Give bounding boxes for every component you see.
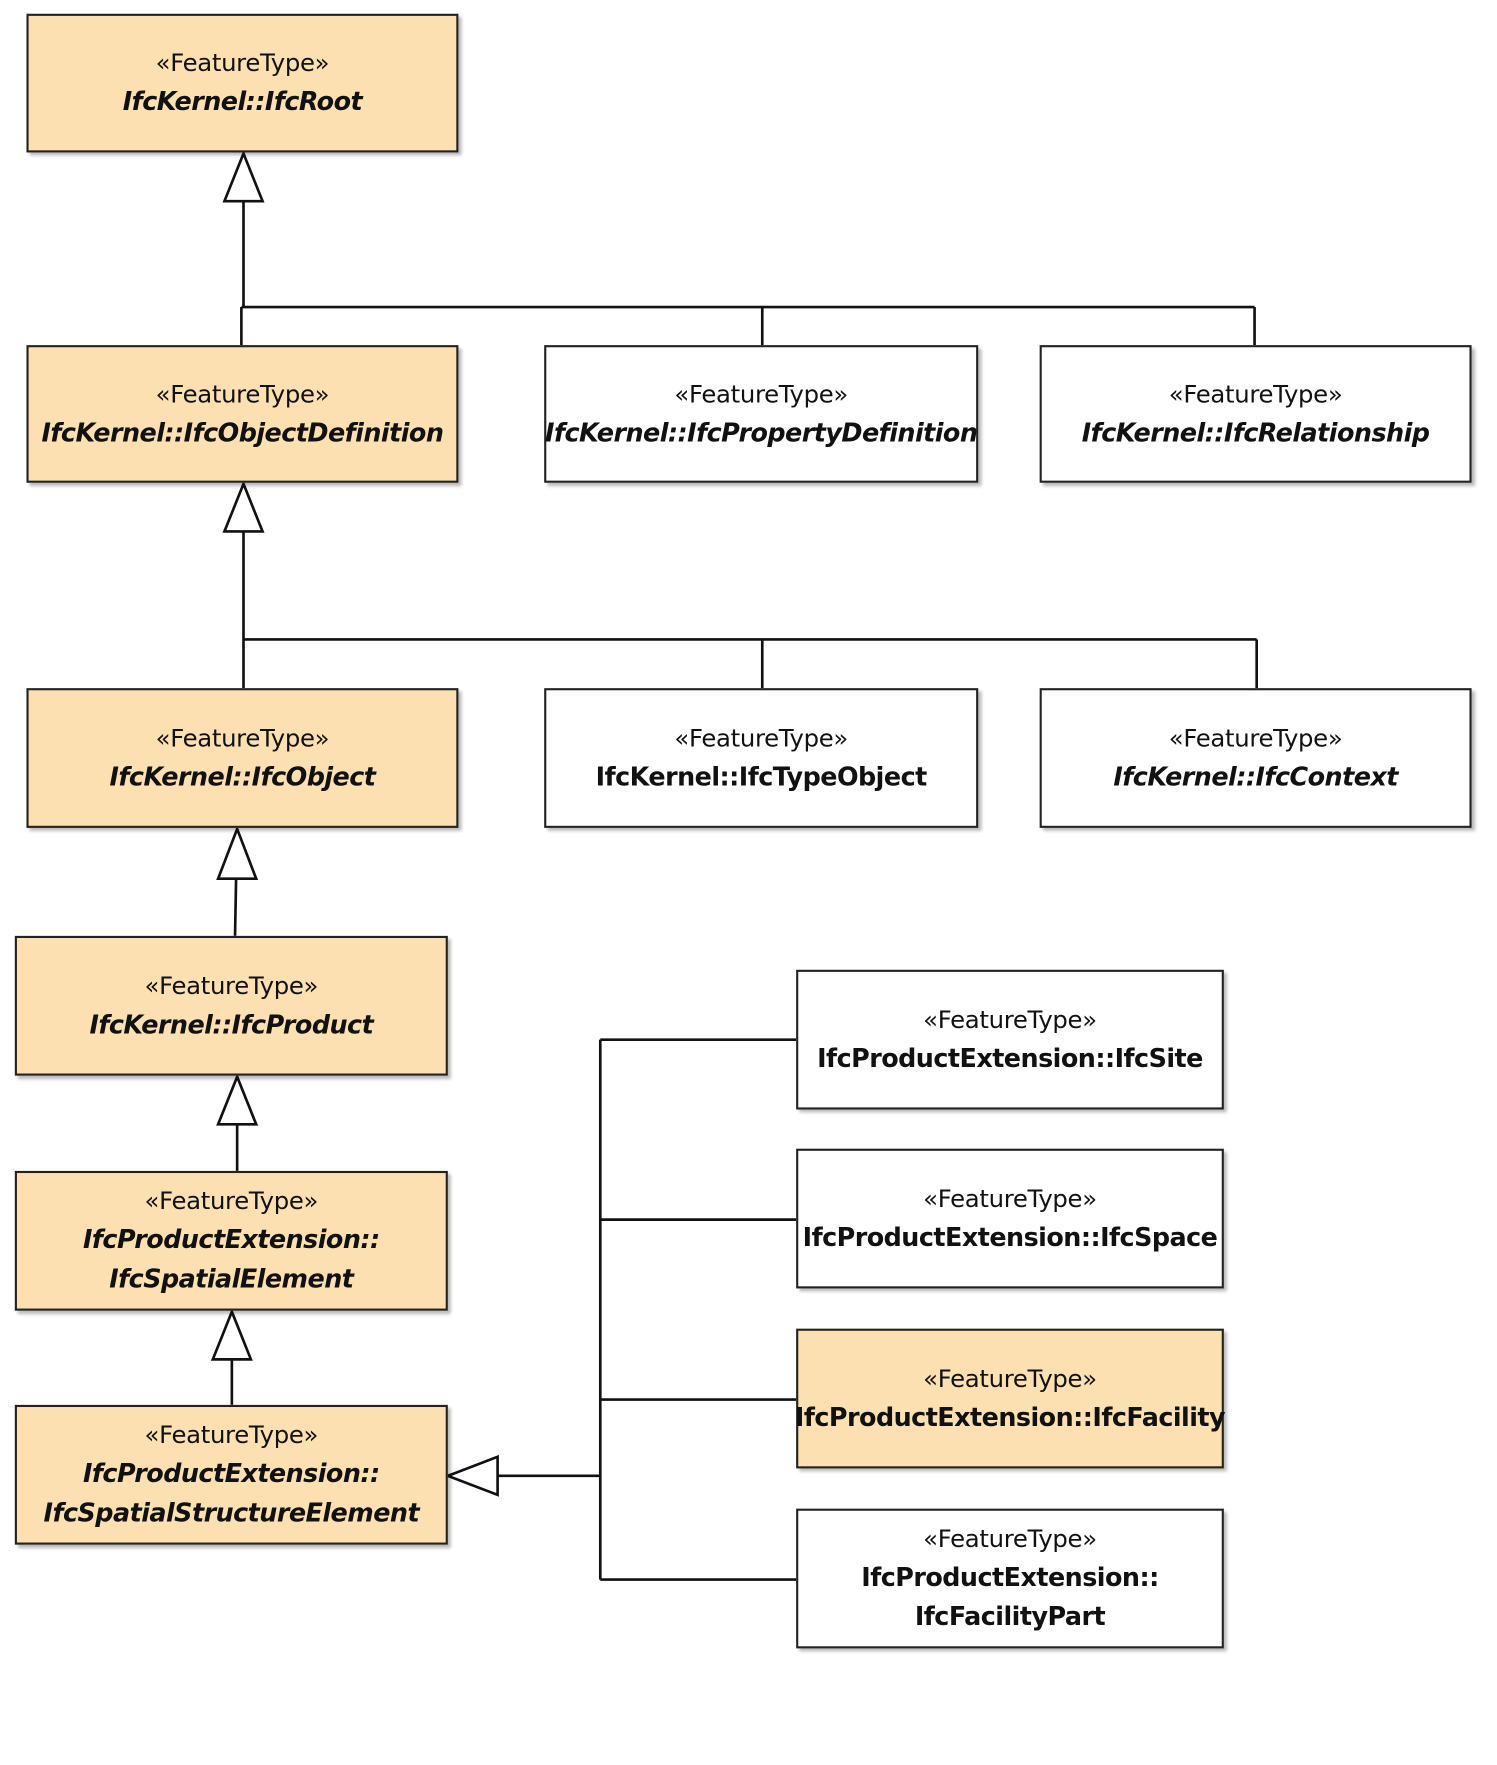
stereotype-label: «FeatureType» (155, 724, 330, 753)
stereotype-label: «FeatureType» (923, 1365, 1097, 1393)
generalization-arrowhead (444, 1454, 499, 1497)
class-ifc-relationship[interactable]: «FeatureType» IfcKernel::IfcRelationship (1039, 345, 1472, 483)
class-name: IfcProductExtension:: IfcSpatialStructur… (43, 1458, 420, 1528)
class-ifc-type-object[interactable]: «FeatureType» IfcKernel::IfcTypeObject (544, 688, 979, 828)
generalization-line (233, 878, 238, 936)
stereotype-label: «FeatureType» (144, 1421, 319, 1450)
stereotype-label: «FeatureType» (1168, 724, 1343, 753)
stereotype-label: «FeatureType» (155, 49, 330, 78)
generalization-arrowhead (216, 825, 259, 881)
stereotype-label: «FeatureType» (144, 1187, 319, 1216)
stereotype-label: «FeatureType» (923, 1185, 1097, 1213)
class-name: IfcKernel::IfcObjectDefinition (41, 417, 444, 448)
class-ifc-site[interactable]: «FeatureType» IfcProductExtension::IfcSi… (796, 969, 1224, 1110)
stereotype-label: «FeatureType» (144, 972, 319, 1000)
class-name: IfcProductExtension:: IfcSpatialElement (82, 1224, 380, 1294)
stereotype-label: «FeatureType» (1168, 380, 1343, 409)
generalization-arrowhead (210, 1308, 253, 1361)
class-name: IfcKernel::IfcTypeObject (595, 761, 928, 792)
stereotype-label: «FeatureType» (923, 1006, 1097, 1034)
class-name: IfcKernel::IfcRoot (122, 86, 363, 117)
generalization-arrowhead (222, 149, 265, 203)
class-name: IfcKernel::IfcProduct (89, 1009, 374, 1040)
class-ifc-facility[interactable]: «FeatureType» IfcProductExtension::IfcFa… (794, 1328, 1226, 1469)
class-ifc-object[interactable]: «FeatureType» IfcKernel::IfcObject (26, 688, 459, 828)
generalization-connectors (210, 149, 1259, 1581)
class-name: IfcProductExtension:: IfcFacilityPart (861, 1562, 1159, 1632)
class-name: IfcKernel::IfcPropertyDefinition (545, 417, 978, 448)
class-ifc-context[interactable]: «FeatureType» IfcKernel::IfcContext (1039, 688, 1472, 828)
class-ifc-spatial-structure-element[interactable]: «FeatureType» IfcProductExtension:: IfcS… (14, 1404, 448, 1545)
class-name: IfcKernel::IfcObject (109, 761, 376, 792)
class-ifc-property-definition[interactable]: «FeatureType» IfcKernel::IfcPropertyDefi… (544, 345, 979, 483)
class-ifc-facility-part[interactable]: «FeatureType» IfcProductExtension:: IfcF… (796, 1508, 1224, 1649)
generalization-arrowhead (216, 1073, 259, 1126)
class-ifc-root[interactable]: «FeatureType» IfcKernel::IfcRoot (26, 13, 459, 153)
stereotype-label: «FeatureType» (674, 724, 849, 753)
class-ifc-product[interactable]: «FeatureType» IfcKernel::IfcProduct (14, 935, 448, 1076)
class-name: IfcKernel::IfcRelationship (1081, 417, 1430, 448)
class-name: IfcProductExtension::IfcSpace (802, 1222, 1218, 1252)
class-name: IfcKernel::IfcContext (1113, 761, 1398, 792)
class-name: IfcProductExtension::IfcSite (817, 1043, 1203, 1073)
generalization-arrowhead (222, 480, 265, 533)
stereotype-label: «FeatureType» (674, 380, 849, 409)
class-ifc-object-definition[interactable]: «FeatureType» IfcKernel::IfcObjectDefini… (26, 345, 459, 483)
class-ifc-spatial-element[interactable]: «FeatureType» IfcProductExtension:: IfcS… (14, 1170, 448, 1311)
class-ifc-space[interactable]: «FeatureType» IfcProductExtension::IfcSp… (796, 1148, 1224, 1289)
stereotype-label: «FeatureType» (155, 380, 330, 409)
stereotype-label: «FeatureType» (923, 1525, 1097, 1554)
class-name: IfcProductExtension::IfcFacility (794, 1402, 1226, 1432)
